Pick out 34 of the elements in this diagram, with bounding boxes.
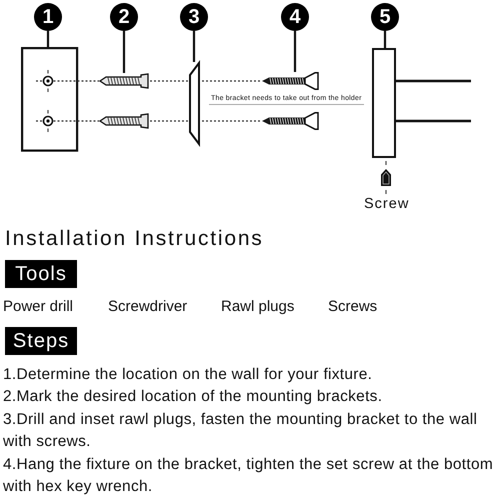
callout-number: 5 [371,3,399,31]
section-heading: Tools [5,260,77,288]
leader-line [192,31,196,62]
callout-number: 4 [281,3,309,31]
callout-number: 2 [110,3,138,31]
rawl-plugs-drawing [99,73,150,129]
leader-line [122,31,126,73]
mounting-hole [42,116,54,126]
bracket-outline [188,62,202,145]
instruction-step: 4.Hang the fixture on the bracket, tighten the set screw at the bottom with hex key wrench. [3,454,496,498]
dotted-line [54,80,99,82]
tool-name: Rawl plugs [221,298,294,316]
instruction-step: 1.Determine the location on the wall for your fixture. [3,364,496,386]
dotted-line [54,120,99,122]
callout-number: 1 [34,3,62,31]
tool-name: Screwdriver [108,298,188,316]
dotted-line [150,80,188,82]
dotted-line [202,120,261,122]
section-heading: Steps [5,327,77,355]
leader-line [294,31,296,72]
wall-plate-drawing [21,47,79,152]
mounting-hole [42,76,54,86]
dotted-line [150,120,188,122]
tool-name: Screws [328,298,378,316]
tool-name: Power drill [3,298,74,316]
leader-line [46,31,50,47]
page-title: Installation Instructions [5,227,264,251]
fixture-drawing [372,48,472,159]
dotted-line [202,80,261,82]
instruction-step: 2.Mark the desired location of the mounting brackets. [3,386,496,409]
instruction-step: 3.Drill and inset rawl plugs, fasten the mounting bracket to the wall with screws. [3,408,496,454]
leader-line [384,31,386,48]
part-label: Screw [364,196,410,213]
callout-number: 3 [180,3,208,31]
